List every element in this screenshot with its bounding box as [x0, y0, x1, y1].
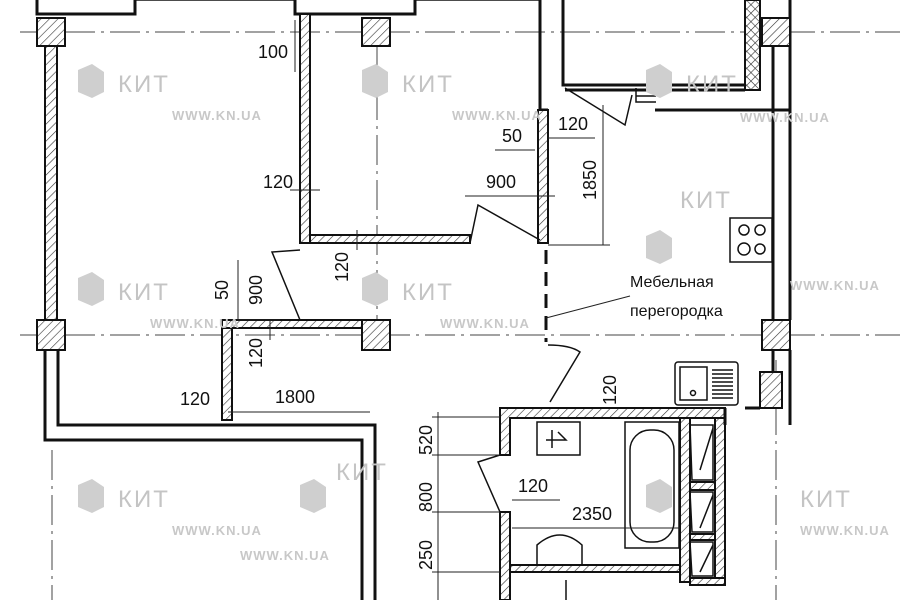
columns	[36, 17, 791, 409]
svg-text:КИТ: КИТ	[336, 459, 388, 486]
column	[361, 319, 391, 351]
door	[547, 344, 582, 403]
watermark-logo: КИТ WWW.KN.UA	[646, 64, 830, 125]
shaft	[689, 491, 714, 533]
watermark-logo: КИТ WWW.KN.UA	[240, 459, 388, 563]
bathtub-icon	[624, 421, 680, 549]
column	[36, 17, 66, 47]
svg-text:WWW.KN.UA: WWW.KN.UA	[800, 523, 890, 538]
dim-label: 1850	[580, 160, 600, 200]
ventilation-shaft	[744, 0, 761, 91]
column	[761, 319, 791, 351]
stove-icon	[729, 217, 773, 263]
svg-text:КИТ: КИТ	[402, 71, 454, 98]
dim-label: 250	[416, 540, 436, 570]
watermarks: КИТ WWW.KN.UA КИТ WWW.KN.UA КИТ WWW.KN.U…	[78, 64, 890, 563]
dim-label: 1800	[275, 387, 315, 407]
bathroom	[499, 407, 726, 600]
column	[761, 17, 791, 47]
door	[469, 203, 541, 244]
svg-text:WWW.KN.UA: WWW.KN.UA	[240, 548, 330, 563]
watermark-logo: КИТ WWW.KN.UA	[78, 479, 262, 538]
svg-text:WWW.KN.UA: WWW.KN.UA	[790, 278, 880, 293]
door	[270, 249, 301, 321]
watermark-logo: КИТ WWW.KN.UA	[362, 272, 530, 331]
watermark-logo: КИТ WWW.KN.UA	[646, 479, 890, 538]
dim-label: 2350	[572, 504, 612, 524]
svg-text:КИТ: КИТ	[800, 486, 852, 513]
svg-text:WWW.KN.UA: WWW.KN.UA	[440, 316, 530, 331]
partition-leader	[545, 295, 631, 319]
partitions	[221, 13, 631, 421]
watermark-logo: КИТ WWW.KN.UA	[78, 64, 262, 123]
svg-text:WWW.KN.UA: WWW.KN.UA	[740, 110, 830, 125]
partition-note-line2: перегородка	[630, 303, 723, 320]
sink-icon	[536, 534, 583, 565]
dim-label: 50	[502, 126, 522, 146]
dim-label: 900	[486, 172, 516, 192]
dim-label: 900	[246, 275, 266, 305]
doors	[270, 87, 633, 513]
svg-text:КИТ: КИТ	[686, 71, 738, 98]
dimension-lines	[228, 20, 680, 600]
svg-text:WWW.KN.UA: WWW.KN.UA	[172, 523, 262, 538]
shaft	[689, 541, 714, 577]
dim-label: 100	[258, 42, 288, 62]
svg-text:WWW.KN.UA: WWW.KN.UA	[452, 108, 542, 123]
riser	[759, 371, 783, 409]
svg-text:КИТ: КИТ	[118, 486, 170, 513]
svg-text:WWW.KN.UA: WWW.KN.UA	[172, 108, 262, 123]
watermark-logo: КИТ WWW.KN.UA	[646, 187, 880, 293]
dim-label: 120	[558, 114, 588, 134]
shaft	[689, 424, 714, 481]
dim-label: 120	[246, 338, 266, 368]
door	[564, 87, 633, 127]
svg-text:WWW.KN.UA: WWW.KN.UA	[150, 316, 240, 331]
dim-label: 120	[180, 389, 210, 409]
svg-text:КИТ: КИТ	[118, 71, 170, 98]
svg-text:КИТ: КИТ	[402, 279, 454, 306]
toilet-icon	[536, 421, 581, 456]
door	[476, 454, 501, 513]
dim-label: 120	[332, 252, 352, 282]
column	[361, 17, 391, 47]
dim-label: 120	[518, 476, 548, 496]
kitchen	[674, 217, 773, 425]
dim-label: 520	[416, 425, 436, 455]
partition-note-line1: Мебельная	[630, 274, 714, 291]
dimension-labels: 100 120 120 50 900 120 120 1800 50 120 9…	[180, 42, 620, 570]
column	[36, 319, 66, 351]
dim-label: 120	[263, 172, 293, 192]
svg-text:КИТ: КИТ	[118, 279, 170, 306]
kitchen-sink-icon	[674, 361, 739, 406]
dim-label: 120	[600, 375, 620, 405]
watermark-logo: КИТ WWW.KN.UA	[78, 272, 240, 331]
dim-label: 800	[416, 482, 436, 512]
watermark-logo: КИТ WWW.KN.UA	[362, 64, 542, 123]
dim-label: 50	[212, 280, 232, 300]
svg-text:КИТ: КИТ	[680, 187, 732, 214]
